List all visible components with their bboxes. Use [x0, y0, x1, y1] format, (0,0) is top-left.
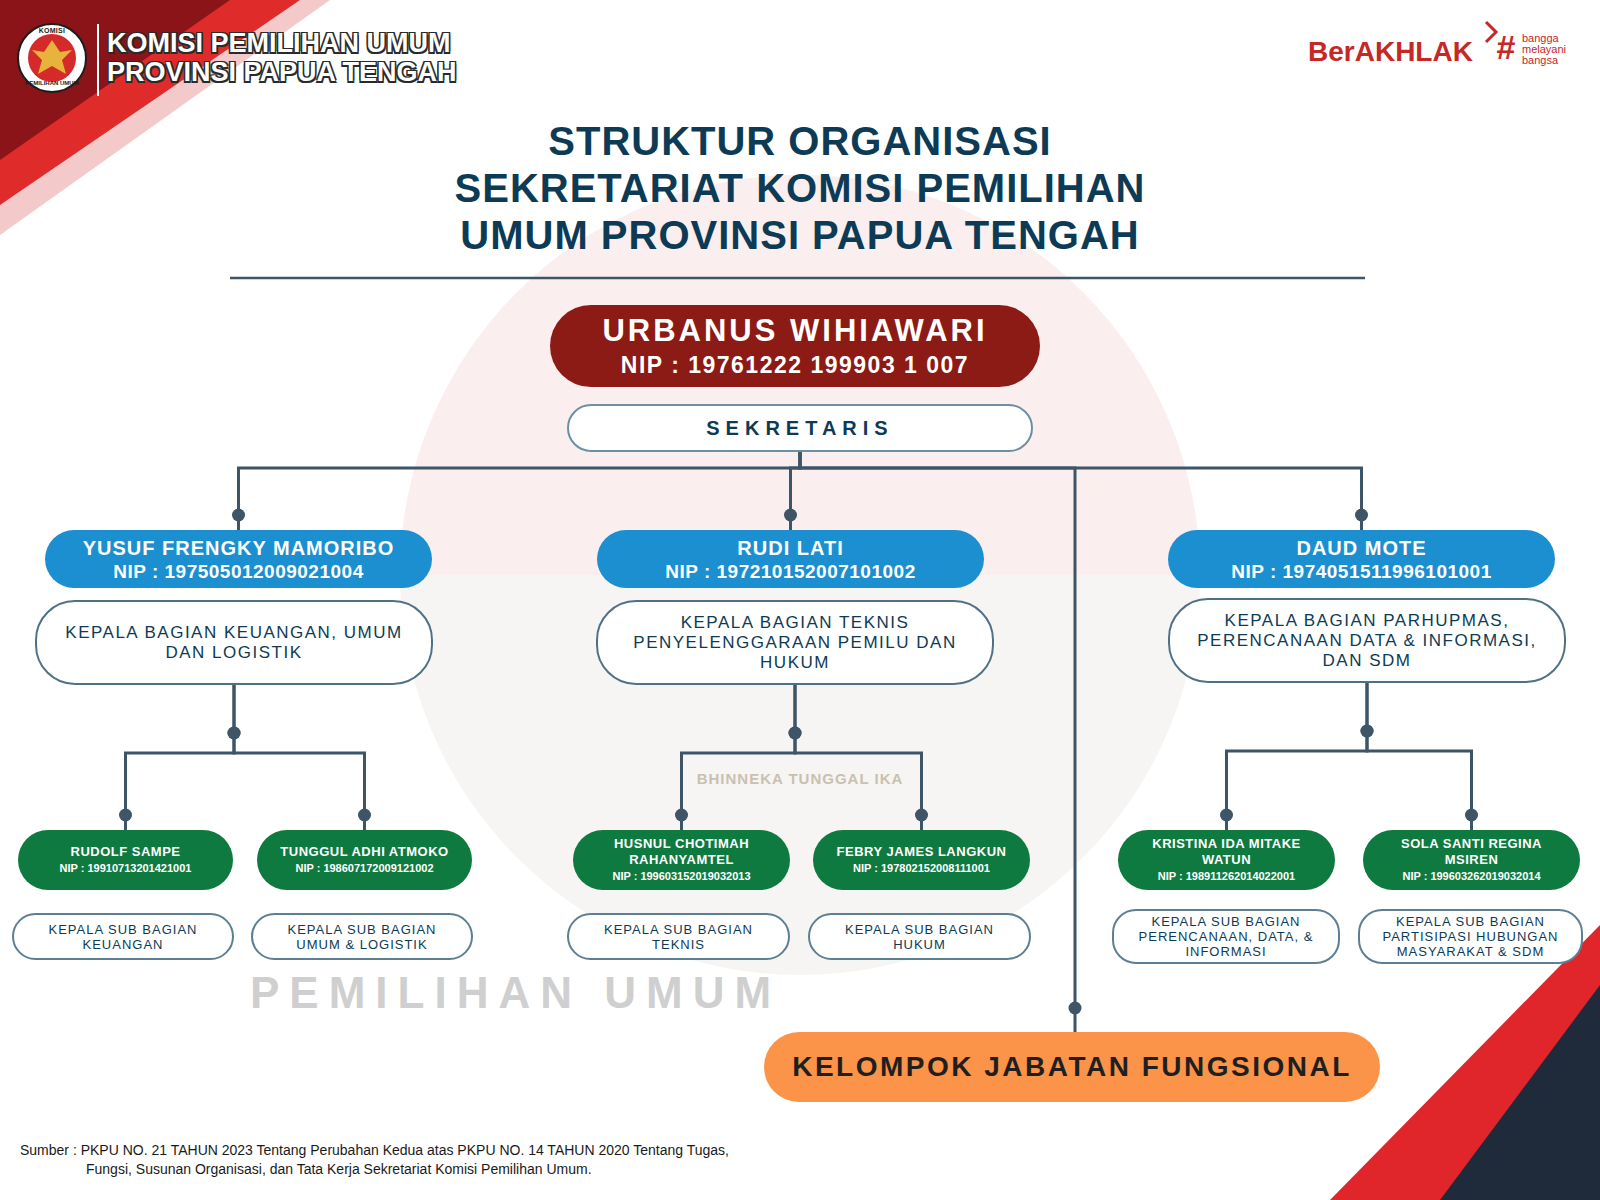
- node-title: KRISTINA IDA MITAKE WATUN: [1130, 836, 1323, 868]
- source-caption: Sumber : PKPU NO. 21 TAHUN 2023 Tentang …: [20, 1141, 760, 1179]
- node-id: NIP : 1974051511996101001: [1231, 560, 1491, 583]
- role-box: SEKRETARIS: [567, 404, 1033, 452]
- connector-dot: [789, 727, 802, 740]
- role-box: KEPALA SUB BAGIAN KEUANGAN: [12, 913, 234, 960]
- role-box: KEPALA BAGIAN PARHUPMAS, PERENCANAAN DAT…: [1168, 598, 1566, 683]
- node-title: KELOMPOK JABATAN FUNGSIONAL: [792, 1051, 1352, 1083]
- connector-dot: [675, 809, 688, 822]
- logo-core: [28, 34, 76, 82]
- node-title: KEPALA SUB BAGIAN PARTISIPASI HUBUNGAN M…: [1370, 914, 1571, 959]
- connector-dot: [1069, 1002, 1082, 1015]
- name-pill: HUSNUL CHOTIMAH RAHANYAMTELNIP : 1996031…: [573, 830, 790, 890]
- node-title: FEBRY JAMES LANGKUN: [837, 844, 1007, 860]
- role-box: KEPALA SUB BAGIAN UMUM & LOGISTIK: [251, 913, 473, 960]
- role-box: KEPALA SUB BAGIAN HUKUM: [808, 913, 1031, 960]
- brand-hash: #: [1496, 30, 1522, 64]
- connector-dot: [228, 727, 241, 740]
- connector-dot: [784, 509, 797, 522]
- logo-separator: [97, 24, 99, 96]
- node-id: NIP : 199603262019032014: [1402, 868, 1540, 884]
- role-box: KEPALA SUB BAGIAN PARTISIPASI HUBUNGAN M…: [1358, 909, 1583, 964]
- header-text: KOMISI PEMILIHAN UMUM: [107, 28, 527, 58]
- node-title: DAUD MOTE: [1296, 536, 1426, 560]
- node-title: HUSNUL CHOTIMAH RAHANYAMTEL: [585, 836, 778, 868]
- name-pill: YUSUF FRENGKY MAMORIBONIP : 197505012009…: [45, 530, 432, 588]
- connector-dot: [232, 509, 245, 522]
- node-title: KEPALA SUB BAGIAN UMUM & LOGISTIK: [263, 922, 461, 952]
- name-pill: RUDI LATINIP : 197210152007101002: [597, 530, 984, 588]
- connector-dot: [1361, 725, 1374, 738]
- node-title: SEKRETARIS: [706, 417, 893, 440]
- connector-dot: [1355, 509, 1368, 522]
- node-title: RUDI LATI: [737, 536, 843, 560]
- header-text: PROVINSI PAPUA TENGAH: [107, 57, 527, 87]
- page-title: STRUKTUR ORGANISASI SEKRETARIAT KOMISI P…: [330, 118, 1270, 259]
- logo-text: KOMISI: [34, 27, 70, 34]
- connector: [800, 452, 1362, 530]
- role-box: KEPALA SUB BAGIAN TEKNIS: [567, 913, 790, 960]
- node-id: NIP : 198911262014022001: [1158, 868, 1295, 884]
- corner-navy: [1440, 985, 1600, 1200]
- node-title: URBANUS WIHIAWARI: [602, 312, 987, 350]
- connector: [126, 685, 235, 830]
- node-id: NIP : 19910713201421001: [60, 860, 192, 876]
- node-id: NIP : 198607172009121002: [295, 860, 433, 876]
- node-title: KEPALA BAGIAN PARHUPMAS, PERENCANAAN DAT…: [1190, 611, 1544, 671]
- node-title: KEPALA SUB BAGIAN HUKUM: [820, 922, 1019, 952]
- connector: [1367, 683, 1472, 830]
- node-title: TUNGGUL ADHI ATMOKO: [280, 844, 448, 860]
- name-pill: URBANUS WIHIAWARINIP : 19761222 199903 1…: [550, 305, 1040, 387]
- role-box: KEPALA SUB BAGIAN PERENCANAAN, DATA, & I…: [1112, 909, 1340, 964]
- connector-dot: [228, 727, 241, 740]
- node-id: NIP : 197210152007101002: [665, 560, 915, 583]
- connector: [239, 452, 801, 530]
- connector-dot: [1361, 725, 1374, 738]
- logo-ring: [18, 24, 86, 92]
- watermark-disc: [400, 175, 1200, 975]
- name-pill: SOLA SANTI REGINA MSIRENNIP : 1996032620…: [1363, 830, 1580, 890]
- node-title: KEPALA BAGIAN KEUANGAN, UMUM DAN LOGISTI…: [57, 623, 411, 663]
- node-title: KEPALA BAGIAN TEKNIS PENYELENGGARAAN PEM…: [618, 613, 972, 673]
- name-pill: TUNGGUL ADHI ATMOKONIP : 198607172009121…: [257, 830, 472, 890]
- connector-dot: [358, 809, 371, 822]
- connector-dot: [789, 727, 802, 740]
- node-title: YUSUF FRENGKY MAMORIBO: [83, 536, 395, 560]
- brand-tagline: bangga melayani bangsa: [1522, 33, 1582, 66]
- connector: [795, 685, 922, 830]
- name-pill: KRISTINA IDA MITAKE WATUNNIP : 198911262…: [1118, 830, 1335, 890]
- connector-dot: [119, 809, 132, 822]
- node-id: NIP : 197505012009021004: [113, 560, 363, 583]
- connector-dot: [915, 809, 928, 822]
- akhlak-chevron: [1486, 22, 1496, 42]
- watermark-text: PEMILIHAN UMUM: [250, 968, 730, 1018]
- name-pill: FEBRY JAMES LANGKUNNIP : 197802152008111…: [813, 830, 1030, 890]
- role-box: KEPALA BAGIAN KEUANGAN, UMUM DAN LOGISTI…: [35, 600, 433, 685]
- node-id: NIP : 199603152019032013: [612, 868, 750, 884]
- node-title: KEPALA SUB BAGIAN KEUANGAN: [24, 922, 222, 952]
- node-id: NIP : 197802152008111001: [853, 860, 990, 876]
- watermark-motto: BHINNEKA TUNGGAL IKA: [690, 770, 910, 787]
- logo-eagle: [32, 40, 72, 74]
- node-title: KEPALA SUB BAGIAN TEKNIS: [579, 922, 778, 952]
- connector-dot: [1465, 809, 1478, 822]
- connector: [234, 685, 365, 830]
- connector-dot: [1220, 809, 1233, 822]
- connector: [1227, 683, 1368, 830]
- connector: [682, 685, 796, 830]
- group-pill: KELOMPOK JABATAN FUNGSIONAL: [764, 1032, 1380, 1102]
- brand-text: BerAKHLAK: [1308, 36, 1498, 68]
- title-rule: [230, 277, 1365, 280]
- node-title: RUDOLF SAMPE: [71, 844, 181, 860]
- name-pill: DAUD MOTENIP : 1974051511996101001: [1168, 530, 1555, 588]
- node-title: KEPALA SUB BAGIAN PERENCANAAN, DATA, & I…: [1124, 914, 1328, 959]
- name-pill: RUDOLF SAMPENIP : 19910713201421001: [18, 830, 233, 890]
- node-title: SOLA SANTI REGINA MSIREN: [1375, 836, 1568, 868]
- node-id: NIP : 19761222 199903 1 007: [621, 350, 969, 380]
- logo-text: PEMILIHAN UMUM: [22, 80, 82, 86]
- role-box: KEPALA BAGIAN TEKNIS PENYELENGGARAAN PEM…: [596, 600, 994, 685]
